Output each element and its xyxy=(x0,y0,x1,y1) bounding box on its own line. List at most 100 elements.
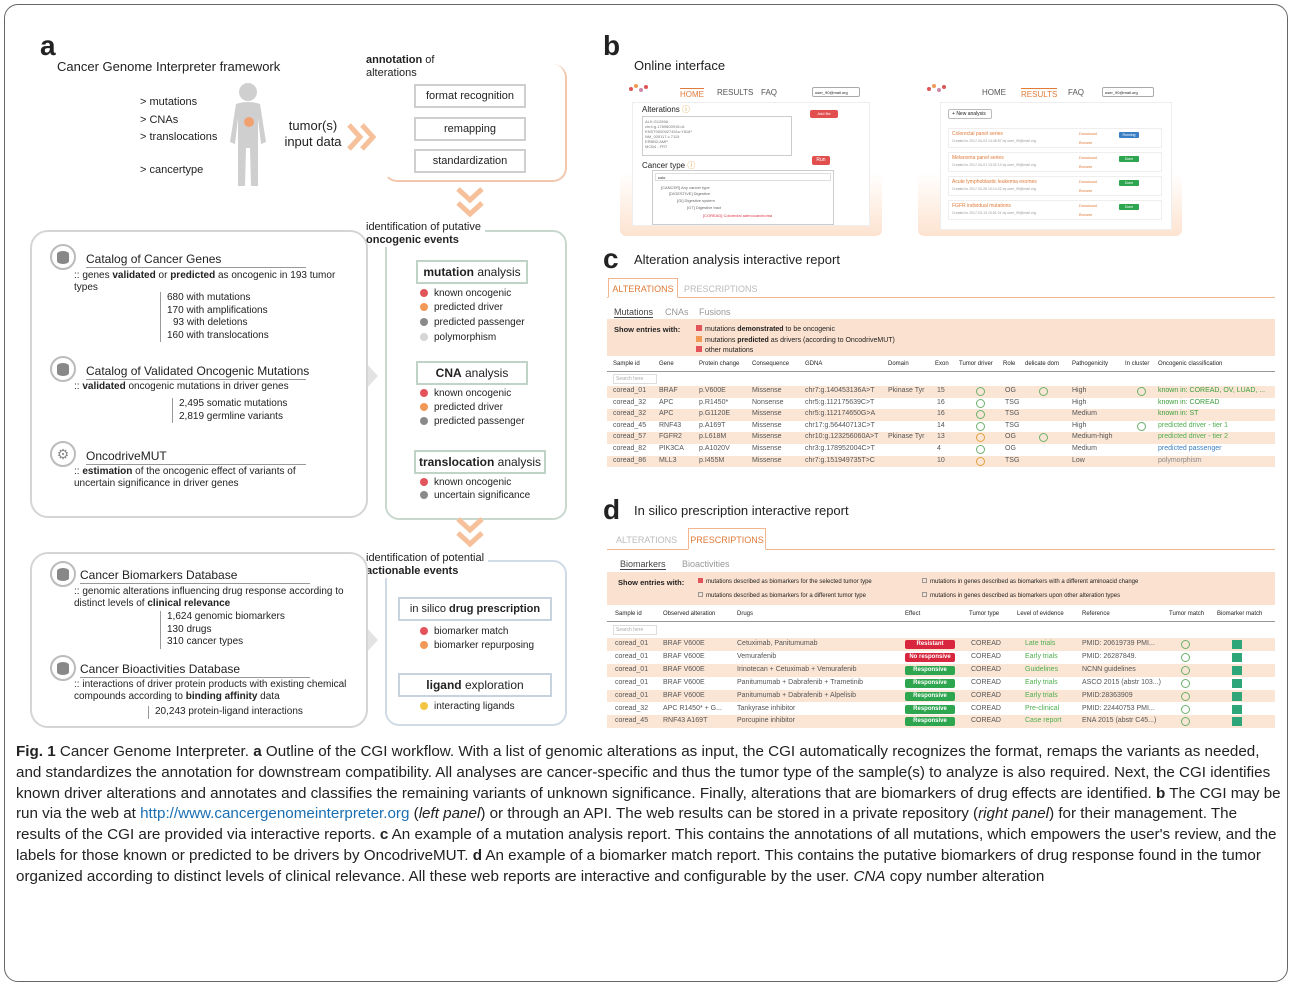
column-header[interactable]: Effect xyxy=(905,611,921,617)
table-cell: coread_57 xyxy=(613,433,647,441)
result-name[interactable]: Melanoma panel series xyxy=(952,155,1004,161)
column-header[interactable]: Tumor driver xyxy=(959,361,993,367)
filter-other[interactable]: other mutations xyxy=(696,346,753,354)
column-header[interactable]: Gene xyxy=(659,361,674,367)
column-header[interactable]: Tumor match xyxy=(1169,611,1205,617)
download-link[interactable]: Download xyxy=(1079,179,1097,184)
result-name[interactable]: FGFR individual mutations xyxy=(952,203,1011,209)
tree-item-coread[interactable]: [COREAD] Colorectal adenocarcinoma xyxy=(703,213,773,218)
nav-faq[interactable]: FAQ xyxy=(761,88,778,97)
tab-alterations[interactable]: ALTERATIONS xyxy=(608,278,678,298)
column-header[interactable]: Sample id xyxy=(615,611,642,617)
filter-predicted[interactable]: mutations predicted as drivers (accordin… xyxy=(696,336,895,344)
subtab-biomarkers[interactable]: Biomarkers xyxy=(620,559,666,570)
table-cell: chr3:g.178952004C>T xyxy=(805,445,875,452)
d-filter-1[interactable]: mutations described as biomarkers for th… xyxy=(698,578,872,585)
d-tab-prescriptions[interactable]: PRESCRIPTIONS xyxy=(688,528,766,550)
subtab-mutations[interactable]: Mutations xyxy=(614,307,654,318)
nav-results[interactable]: RESULTS xyxy=(717,88,754,97)
result-name[interactable]: Acute lymphoblastic leukemia exomes xyxy=(952,179,1037,185)
oncodrivemut-desc: :: estimation of the oncogenic effect of… xyxy=(74,466,296,489)
column-header[interactable]: GDNA xyxy=(805,361,823,367)
browse-link[interactable]: Browse xyxy=(1079,140,1093,145)
user-menu-2[interactable]: user_90@mail.org xyxy=(1102,87,1154,97)
download-link[interactable]: Download xyxy=(1079,131,1097,136)
column-header[interactable]: Biomarker match xyxy=(1217,611,1263,617)
cancer-type-dropdown[interactable]: colo [CANCER] Any cancer type [DIGESTIVE… xyxy=(652,170,834,225)
download-link[interactable]: Download xyxy=(1079,203,1097,208)
column-header[interactable]: In cluster xyxy=(1125,361,1150,367)
table-cell: Missense xyxy=(752,433,782,441)
tree-item-any[interactable]: [CANCER] Any cancer type xyxy=(661,185,710,190)
nav-faq-2[interactable]: FAQ xyxy=(1068,88,1085,97)
browse-link[interactable]: Browse xyxy=(1079,188,1093,193)
catalog-validated-mutations-title: Catalog of Validated Oncogenic Mutations xyxy=(86,364,310,380)
column-header[interactable]: Domain xyxy=(888,361,909,367)
column-header[interactable]: Exon xyxy=(935,361,949,367)
column-header[interactable]: Protein change xyxy=(699,361,740,367)
download-link[interactable]: Download xyxy=(1079,155,1097,160)
column-header[interactable]: Drugs xyxy=(737,611,754,617)
tab-prescriptions[interactable]: PRESCRIPTIONS xyxy=(684,284,758,294)
result-item[interactable]: Acute lymphoblastic leukemia exomes Crea… xyxy=(948,176,1162,196)
column-header[interactable]: Oncogenic classification xyxy=(1158,361,1223,367)
table-cell: COREAD xyxy=(971,640,1001,647)
column-header[interactable]: Observed alteration xyxy=(663,611,716,617)
column-header[interactable]: Sample id xyxy=(613,361,640,367)
column-header[interactable]: Reference xyxy=(1082,611,1110,617)
column-header[interactable]: delicate dom xyxy=(1025,361,1060,367)
tree-item-digestive[interactable]: [DIGESTIVE] Digestive xyxy=(669,191,711,196)
prescription-search-input[interactable]: Search here xyxy=(613,625,657,635)
result-name[interactable]: Colorectal panel series xyxy=(952,131,1003,137)
subtab-bioactivities[interactable]: Bioactivities xyxy=(682,559,730,569)
subtab-cnas[interactable]: CNAs xyxy=(665,307,689,317)
nav-home[interactable]: HOME xyxy=(680,88,704,99)
cancer-search-input[interactable]: colo xyxy=(655,173,831,181)
browse-link[interactable]: Browse xyxy=(1079,212,1093,217)
user-menu[interactable]: user_90@mail.org xyxy=(812,87,860,97)
column-header[interactable]: Role xyxy=(1003,361,1016,367)
d-filter-2[interactable]: mutations in genes described as biomarke… xyxy=(922,578,1138,585)
new-analysis-button[interactable]: + New analysis xyxy=(948,109,992,119)
column-header[interactable]: Level of evidence xyxy=(1017,611,1064,617)
subtab-fusions[interactable]: Fusions xyxy=(699,307,731,317)
column-header[interactable]: Tumor type xyxy=(969,611,1000,617)
database-icon xyxy=(50,244,76,270)
status-badge: Done xyxy=(1119,204,1139,210)
result-item[interactable]: Melanoma panel series Created in 2017-04… xyxy=(948,152,1162,172)
table-cell: COREAD xyxy=(971,665,1001,673)
nav-home-2[interactable]: HOME xyxy=(982,88,1006,97)
d-filter-4[interactable]: mutations in genes described as biomarke… xyxy=(922,592,1120,599)
cgi-link[interactable]: http://www.cancergenomeinterpreter.org xyxy=(140,805,410,823)
tree-item-gt[interactable]: [GT] Digestive tract xyxy=(687,205,722,210)
result-item[interactable]: FGFR individual mutations Created in 201… xyxy=(948,200,1162,220)
column-header[interactable]: Consequence xyxy=(752,361,790,367)
nav-results-2[interactable]: RESULTS xyxy=(1021,88,1058,99)
d-filter-3[interactable]: mutations described as biomarkers for a … xyxy=(698,592,866,599)
add-file-button[interactable]: Add file xyxy=(810,110,838,118)
filter-demonstrated[interactable]: mutations demonstrated to be oncogenic xyxy=(696,325,835,333)
legend-cna-known-oncogenic: known oncogenic xyxy=(420,388,511,399)
column-header[interactable]: Pathogenicity xyxy=(1072,361,1109,367)
d-tab-alterations[interactable]: ALTERATIONS xyxy=(616,535,678,545)
tree-item-gi[interactable]: [GI] Digestive system xyxy=(677,198,715,203)
browse-link[interactable]: Browse xyxy=(1079,164,1093,169)
mutation-search-input[interactable]: Search here xyxy=(613,374,657,384)
result-item[interactable]: Colorectal panel series Created in 2017-… xyxy=(948,128,1162,148)
run-button[interactable]: Run xyxy=(812,156,830,165)
